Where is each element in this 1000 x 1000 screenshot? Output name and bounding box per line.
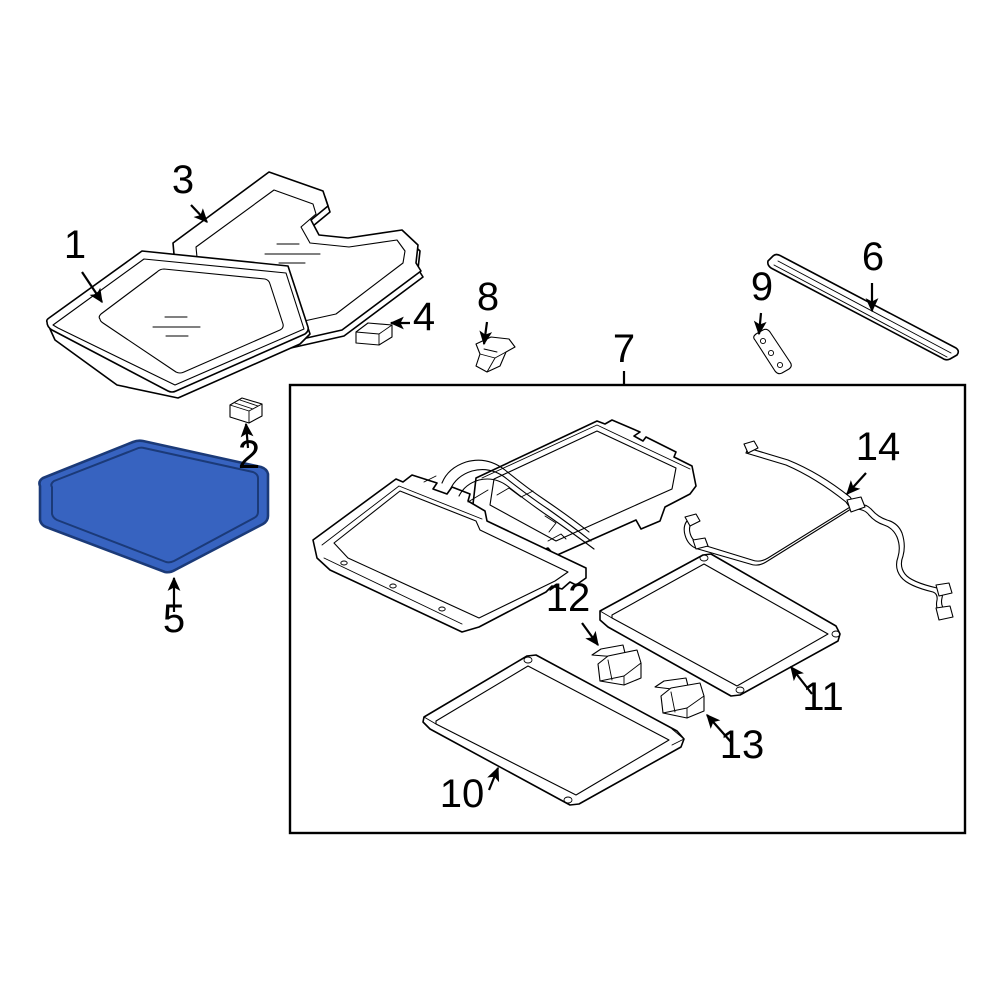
callout-label-4: 4 <box>413 295 435 339</box>
callout-leader-12 <box>581 622 599 647</box>
callout-leader-10 <box>487 766 500 791</box>
part-8-drain-nozzle-bracket <box>475 336 516 373</box>
frame-cable-channel <box>423 459 595 550</box>
part-14-drain-hose-harness <box>683 440 954 621</box>
callout-label-8: 8 <box>477 275 499 319</box>
callout-label-6: 6 <box>862 235 884 279</box>
callout-label-7: 7 <box>613 327 635 371</box>
callout-leader-14 <box>846 472 867 495</box>
callout-leader-3 <box>190 204 208 223</box>
part-12-drive-motor-left <box>591 644 642 686</box>
defroster-marks-part-1 <box>152 316 201 337</box>
callout-leader-9 <box>753 312 767 336</box>
part-7-sunroof-frame-assembly <box>312 419 697 633</box>
part-1-sunroof-glass-panel-front <box>45 250 311 399</box>
callout-leader-13 <box>706 714 732 743</box>
callout-label-12: 12 <box>546 576 591 620</box>
callout-leader-2 <box>240 422 254 449</box>
callout-label-3: 3 <box>172 158 194 202</box>
part-4-trim-block <box>355 322 393 346</box>
callout-label-14: 14 <box>856 425 901 469</box>
callout-label-9: 9 <box>751 265 773 309</box>
callout-label-10: 10 <box>440 772 485 816</box>
part-9-hinge-link-bracket <box>753 328 792 375</box>
part-13-drive-motor-right <box>654 677 705 719</box>
callout-label-2: 2 <box>238 433 260 477</box>
part-2-glass-panel-clip-lower <box>229 397 263 424</box>
callout-label-11: 11 <box>802 675 844 719</box>
part-10-sunshade-panel-rear <box>422 654 685 806</box>
callout-label-1: 1 <box>64 223 86 267</box>
callout-leader-8 <box>479 321 493 346</box>
part-11-sunshade-panel-front <box>599 553 841 697</box>
defroster-marks-part-3 <box>264 243 321 264</box>
callout-leader-1 <box>81 271 103 304</box>
callout-label-13: 13 <box>720 723 765 767</box>
part-5-sunroof-sunshade <box>38 439 270 574</box>
callout-label-5: 5 <box>163 597 185 641</box>
part-6-weatherstrip-seal <box>767 253 960 361</box>
callout-leader-11 <box>790 665 813 695</box>
